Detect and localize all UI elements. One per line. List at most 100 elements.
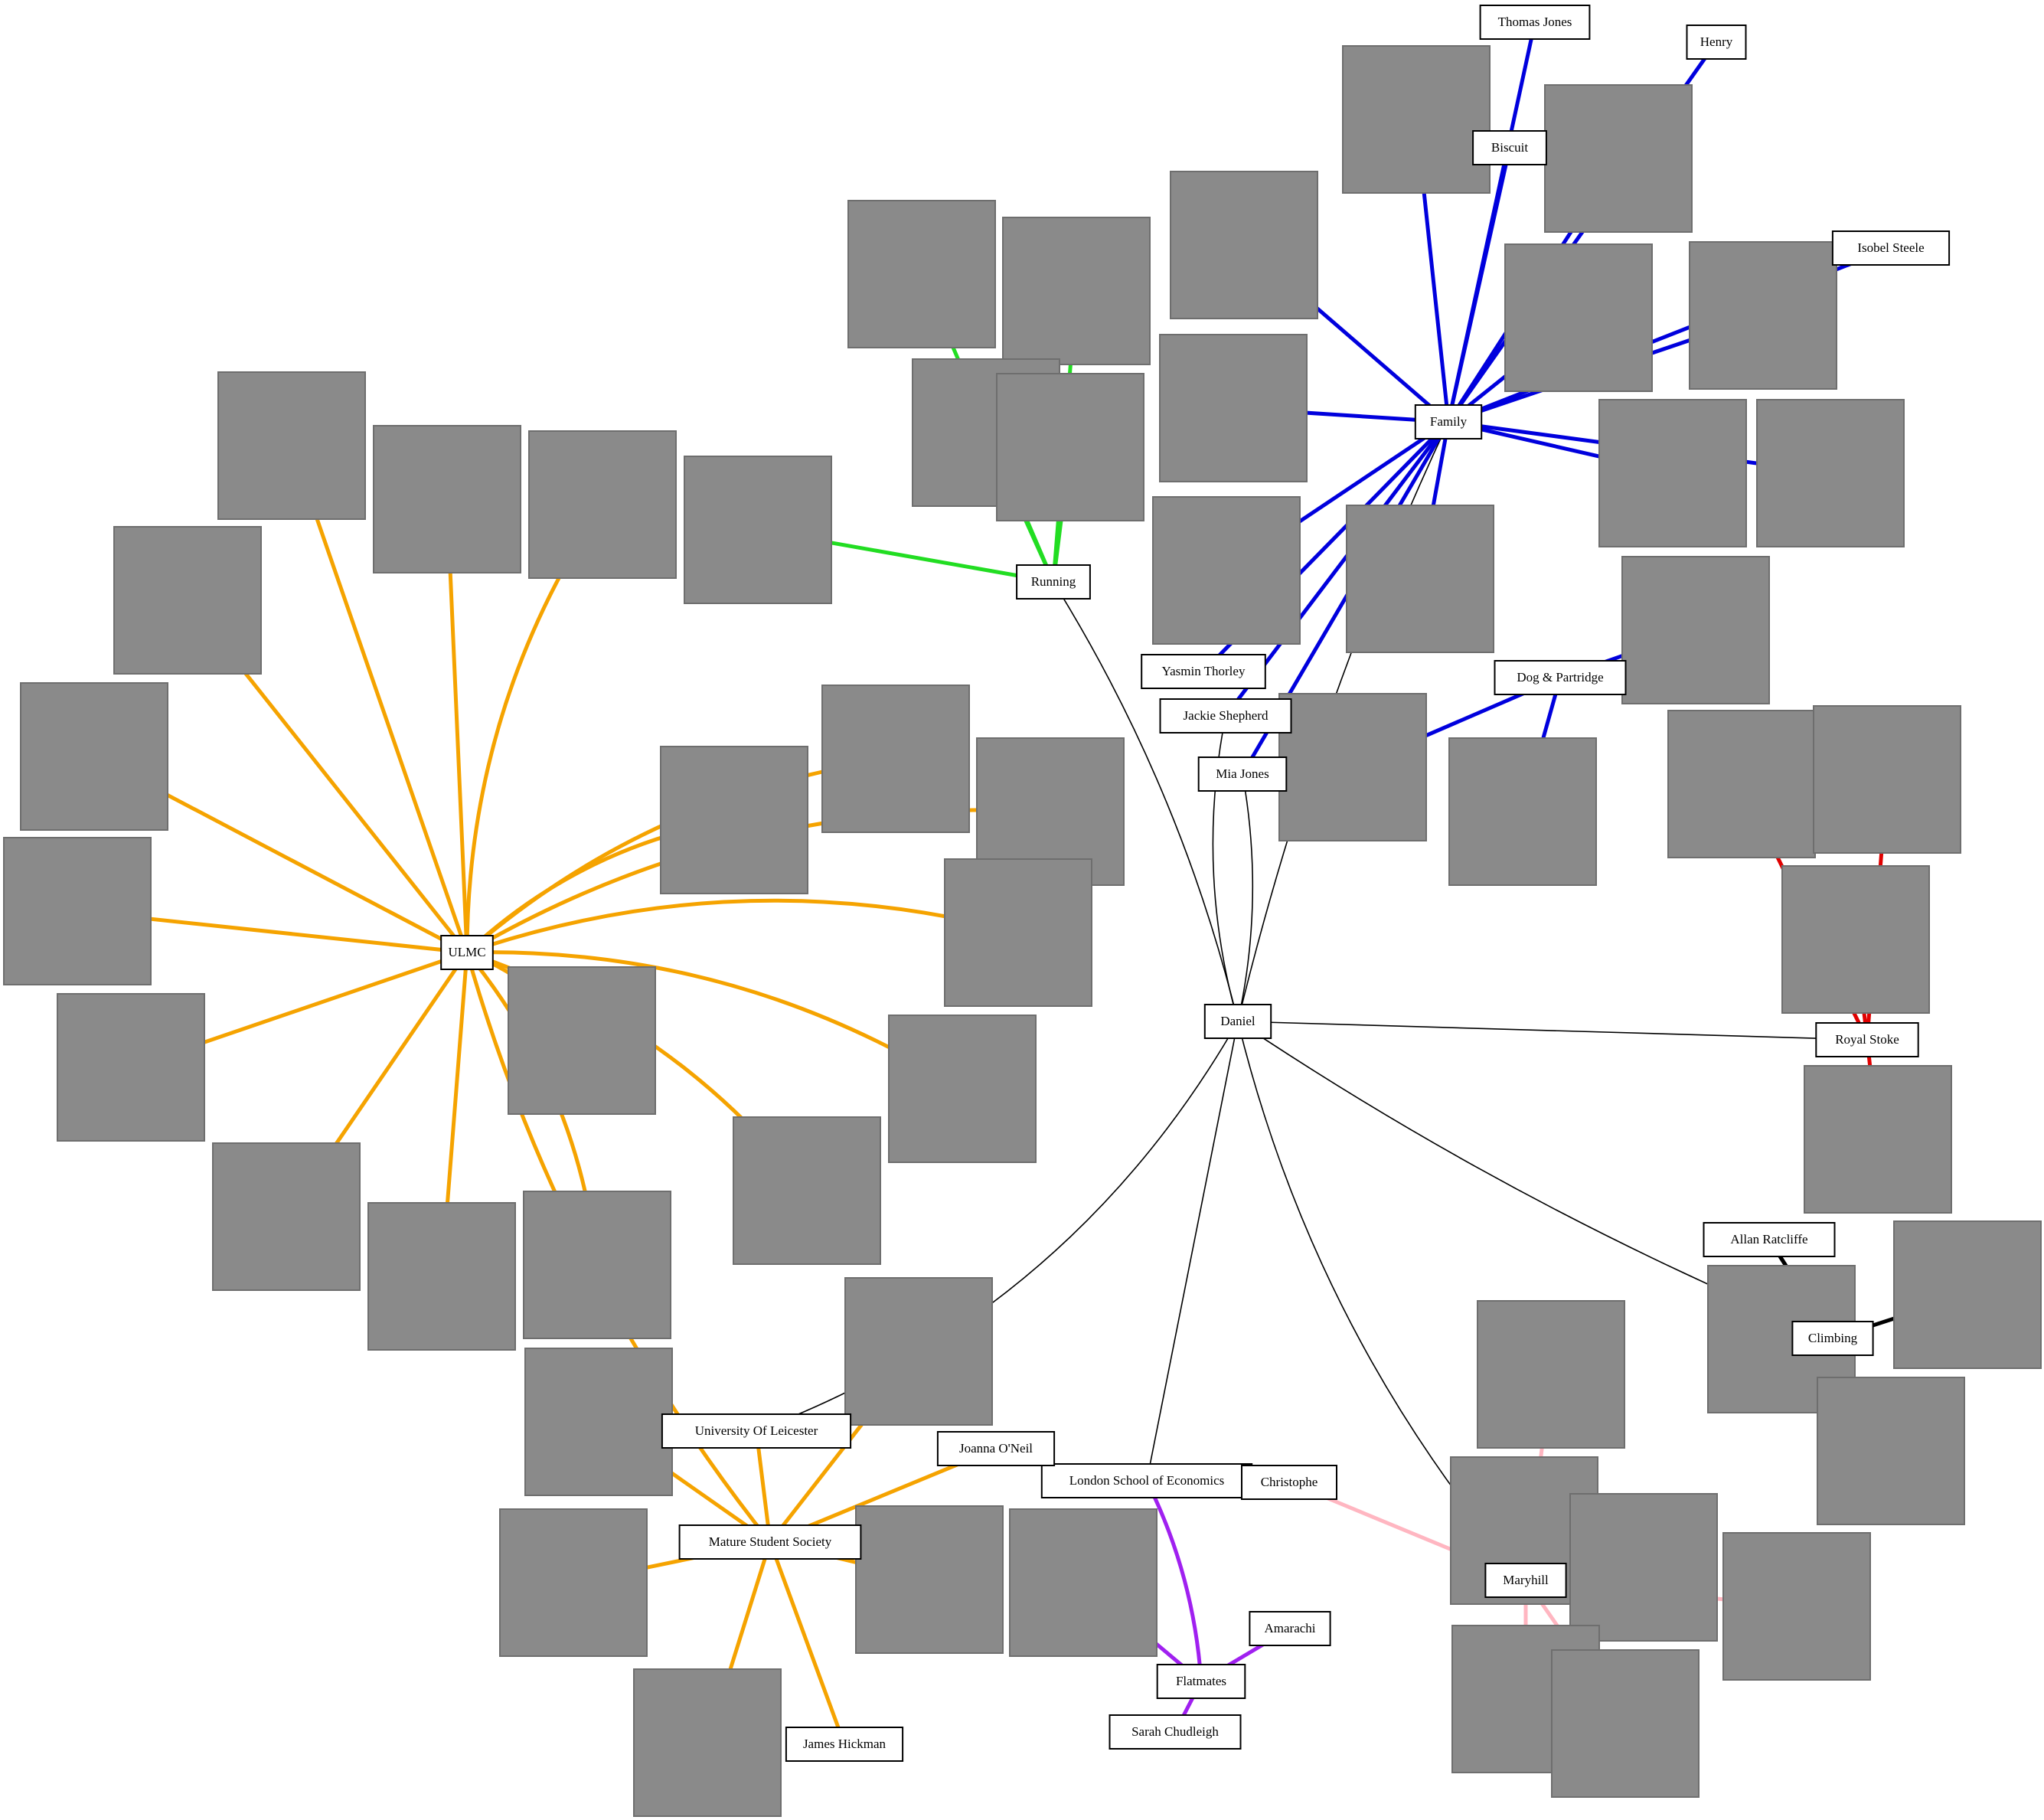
node-label[interactable]: Flatmates <box>1156 1664 1246 1699</box>
node-label[interactable]: Henry <box>1686 25 1747 60</box>
profile-photo[interactable] <box>1804 1065 1952 1214</box>
node-label[interactable]: Sarah Chudleigh <box>1109 1714 1242 1750</box>
profile-photo[interactable] <box>1551 1649 1700 1798</box>
label-box <box>1703 1222 1836 1257</box>
profile-photo[interactable] <box>660 746 808 894</box>
node-label[interactable]: Mia Jones <box>1197 756 1288 792</box>
node-label[interactable]: Mature Student Society <box>678 1524 862 1560</box>
profile-photo[interactable] <box>1448 737 1597 886</box>
profile-photo[interactable] <box>1893 1220 2042 1369</box>
node-label[interactable]: Thomas Jones <box>1479 5 1591 40</box>
profile-photo[interactable] <box>1152 496 1301 645</box>
profile-photo[interactable] <box>113 526 262 675</box>
label-box <box>661 1413 852 1449</box>
profile-photo[interactable] <box>499 1508 648 1657</box>
profile-photo[interactable] <box>1278 693 1427 841</box>
profile-photo[interactable] <box>855 1505 1004 1654</box>
profile-photo[interactable] <box>888 1015 1037 1163</box>
profile-photo[interactable] <box>847 200 996 348</box>
profile-photo[interactable] <box>733 1116 881 1265</box>
label-text: Yasmin Thorley <box>1162 664 1246 678</box>
profile-photo[interactable] <box>1544 84 1693 233</box>
profile-photo[interactable] <box>1689 241 1837 390</box>
label-box <box>1156 1664 1246 1699</box>
node-label[interactable]: Maryhill <box>1484 1563 1567 1598</box>
profile-photo[interactable] <box>1002 217 1151 365</box>
profile-photo[interactable] <box>1621 556 1770 704</box>
profile-photo[interactable] <box>57 993 205 1142</box>
label-text: Joanna O'Neil <box>959 1441 1033 1456</box>
profile-photo[interactable] <box>20 682 168 831</box>
label-text: Sarah Chudleigh <box>1131 1724 1219 1739</box>
node-label[interactable]: Daniel <box>1203 1004 1272 1039</box>
profile-photo[interactable] <box>217 371 366 520</box>
profile-photo[interactable] <box>1813 705 1961 854</box>
profile-photo[interactable] <box>1817 1377 1965 1525</box>
profile-photo[interactable] <box>996 373 1144 521</box>
photos-layer <box>3 45 2042 1817</box>
profile-photo[interactable] <box>1756 399 1905 547</box>
profile-photo[interactable] <box>1781 865 1930 1014</box>
label-text: Daniel <box>1220 1014 1255 1028</box>
profile-photo[interactable] <box>367 1202 516 1351</box>
profile-photo[interactable] <box>523 1191 671 1339</box>
profile-photo[interactable] <box>3 837 152 985</box>
profile-photo[interactable] <box>1342 45 1491 194</box>
profile-photo[interactable] <box>1477 1300 1625 1449</box>
edge <box>1237 773 1254 1022</box>
node-label[interactable]: Climbing <box>1791 1321 1874 1356</box>
label-box <box>1159 698 1292 734</box>
node-label[interactable]: Joanna O'Neil <box>936 1431 1056 1466</box>
node-label[interactable]: ULMC <box>440 935 494 970</box>
profile-photo[interactable] <box>1170 171 1318 319</box>
node-label[interactable]: Christophe <box>1241 1465 1337 1500</box>
profile-photo[interactable] <box>212 1142 361 1291</box>
edge <box>1146 1021 1239 1482</box>
node-label[interactable]: James Hickman <box>785 1727 904 1762</box>
profile-photo[interactable] <box>1598 399 1747 547</box>
label-box <box>1484 1563 1567 1598</box>
node-label[interactable]: Family <box>1414 404 1483 439</box>
profile-photo[interactable] <box>1346 505 1494 653</box>
node-label[interactable]: Amarachi <box>1249 1611 1331 1646</box>
node-label[interactable]: Yasmin Thorley <box>1141 654 1266 689</box>
profile-photo[interactable] <box>944 858 1092 1007</box>
label-box <box>936 1431 1056 1466</box>
profile-photo[interactable] <box>633 1668 782 1817</box>
profile-photo[interactable] <box>821 685 970 833</box>
node-label[interactable]: University Of Leicester <box>661 1413 852 1449</box>
label-text: Amarachi <box>1264 1621 1315 1635</box>
node-label[interactable]: London School of Economics <box>1040 1463 1253 1498</box>
node-label[interactable]: Dog & Partridge <box>1494 660 1627 695</box>
profile-photo[interactable] <box>508 966 656 1115</box>
profile-photo[interactable] <box>1722 1532 1871 1681</box>
label-text: Isobel Steele <box>1857 240 1924 255</box>
label-text: Henry <box>1700 34 1733 49</box>
profile-photo[interactable] <box>1159 334 1308 482</box>
node-label[interactable]: Isobel Steele <box>1831 230 1951 266</box>
profile-photo[interactable] <box>528 430 677 579</box>
node-label[interactable]: Biscuit <box>1472 130 1547 165</box>
label-text: London School of Economics <box>1069 1473 1225 1488</box>
profile-photo[interactable] <box>844 1277 993 1426</box>
profile-photo[interactable] <box>1667 710 1816 858</box>
node-label[interactable]: Jackie Shepherd <box>1159 698 1292 734</box>
profile-photo[interactable] <box>1504 243 1653 392</box>
profile-photo[interactable] <box>1009 1508 1158 1657</box>
label-box <box>1494 660 1627 695</box>
edge <box>1446 145 1512 424</box>
node-label[interactable]: Allan Ratcliffe <box>1703 1222 1836 1257</box>
profile-photo[interactable] <box>524 1348 673 1496</box>
profile-photo[interactable] <box>1569 1493 1718 1642</box>
label-box <box>1016 564 1091 600</box>
label-text: Mia Jones <box>1216 766 1269 781</box>
node-label[interactable]: Royal Stoke <box>1815 1022 1919 1057</box>
profile-photo[interactable] <box>373 425 521 573</box>
label-text: Running <box>1031 574 1076 589</box>
node-label[interactable]: Running <box>1016 564 1091 600</box>
profile-photo[interactable] <box>684 456 832 604</box>
edge <box>1053 581 1239 1022</box>
label-box <box>1241 1465 1337 1500</box>
label-box <box>1479 5 1591 40</box>
